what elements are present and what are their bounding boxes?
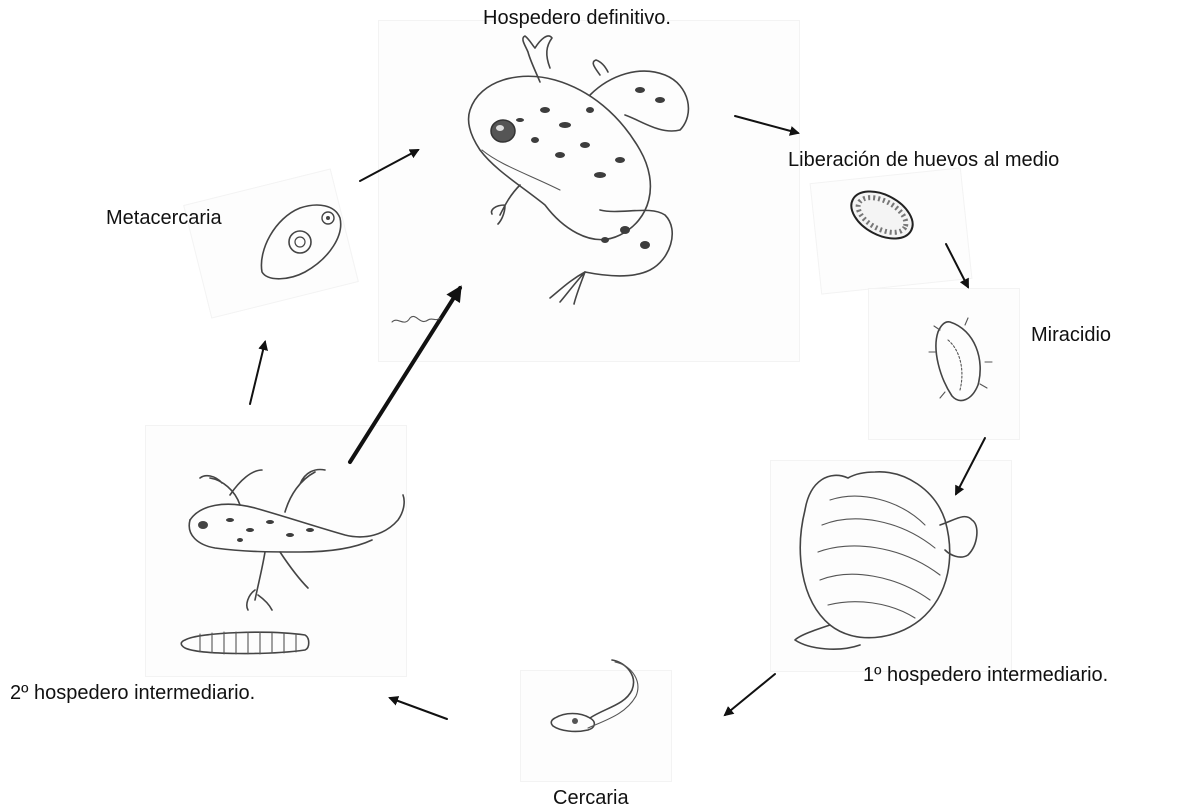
label-definitive-host: Hospedero definitivo. <box>483 6 671 30</box>
label-metacercaria: Metacercaria <box>106 206 222 230</box>
larva-illustration <box>181 632 309 654</box>
tadpole-illustration <box>189 470 404 610</box>
arrow-frog-to-eggs <box>735 116 798 133</box>
metacercaria-illustration <box>261 205 340 279</box>
cercaria-illustration <box>551 660 638 731</box>
label-egg-release: Liberación de huevos al medio <box>788 148 1059 172</box>
label-second-intermediate-host: 2º hospedero intermediario. <box>10 681 255 705</box>
egg-illustration <box>843 182 920 248</box>
arrow-eggs-to-miracidium <box>946 244 968 287</box>
miracidium-illustration <box>929 318 992 400</box>
arrow-tadpole-to-metacercaria <box>250 342 265 404</box>
arrow-miracidium-to-clam <box>956 438 985 494</box>
arrow-cercaria-to-tadpole <box>390 698 447 719</box>
arrow-tadpole-to-frog <box>350 288 460 462</box>
arrow-metacercaria-to-frog <box>360 150 418 181</box>
label-first-intermediate-host: 1º hospedero intermediario. <box>863 663 1108 687</box>
label-cercaria: Cercaria <box>553 786 629 810</box>
artist-signature <box>392 316 440 322</box>
label-miracidium: Miracidio <box>1031 323 1111 347</box>
clam-illustration <box>795 472 977 649</box>
arrow-clam-to-cercaria <box>725 674 775 715</box>
frog-adult-illustration <box>468 36 688 304</box>
